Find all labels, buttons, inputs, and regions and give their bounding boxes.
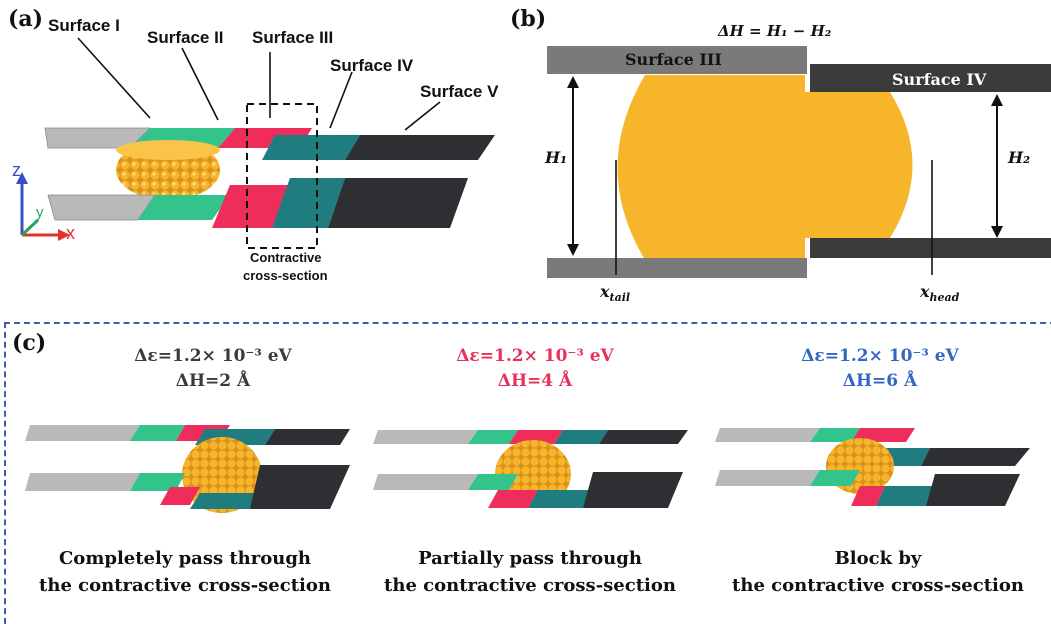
surface-IV-label: Surface IV xyxy=(330,56,414,75)
droplet-a xyxy=(116,140,220,200)
case2-caption: Partially pass through the contractive c… xyxy=(365,545,695,599)
h1-label: H₁ xyxy=(545,148,568,167)
case2-caption-2: the contractive cross-section xyxy=(384,575,676,596)
cross-section-label-2: cross-section xyxy=(243,268,328,283)
cross-section-label-1: Contractive xyxy=(250,250,322,265)
case1-caption-2: the contractive cross-section xyxy=(39,575,331,596)
case2-figure xyxy=(373,430,688,508)
surface-IV-plate xyxy=(810,64,1051,92)
panel-b-figure xyxy=(547,46,1051,278)
case1-dh: ΔH=2 Å xyxy=(175,371,251,391)
surface-IV-b-label: Surface IV xyxy=(892,70,987,89)
x-head-label: xhead xyxy=(920,282,959,304)
bottom-surface-V xyxy=(328,178,468,228)
surface-II-label: Surface II xyxy=(147,28,224,47)
bottom-plates xyxy=(47,178,468,228)
x-tail-label: xtail xyxy=(600,282,630,304)
case1-caption-1: Completely pass through xyxy=(58,548,312,569)
delta-h-equation: ΔH = H₁ − H₂ xyxy=(718,22,832,40)
case3-caption-1: Block by xyxy=(834,548,922,569)
panel-b-label: (b) xyxy=(510,6,547,32)
droplet-b xyxy=(617,75,913,260)
axes-triad xyxy=(16,172,70,241)
case2-dh: ΔH=4 Å xyxy=(497,371,573,391)
case3-dh: ΔH=6 Å xyxy=(842,371,918,391)
axis-y-label: y xyxy=(36,204,44,221)
panel-c-label: (c) xyxy=(12,330,47,356)
bottom-surface-IV xyxy=(272,178,345,228)
panel-c-border xyxy=(4,322,1051,624)
case1-eps: Δε=1.2× 10⁻³ eV xyxy=(134,346,292,366)
surface-III-label: Surface III xyxy=(252,28,334,47)
case1-figure xyxy=(25,425,350,513)
bottom-surface-II xyxy=(138,195,230,220)
x-tail-main: x xyxy=(600,282,610,301)
case3-eps: Δε=1.2× 10⁻³ eV xyxy=(801,346,959,366)
bottom-surface-III xyxy=(212,185,290,228)
case1-caption: Completely pass through the contractive … xyxy=(20,545,350,599)
top-surface-IV xyxy=(262,135,360,160)
top-surface-V xyxy=(345,135,495,160)
case3-caption-2: the contractive cross-section xyxy=(732,575,1024,596)
case1-params: Δε=1.2× 10⁻³ eV ΔH=2 Å xyxy=(78,344,348,394)
bottom-left-plate xyxy=(547,258,807,278)
surface-III-b-label: Surface III xyxy=(625,50,722,69)
bottom-surface-I xyxy=(47,194,156,221)
x-head-sub: head xyxy=(929,291,960,305)
case2-caption-1: Partially pass through xyxy=(418,548,642,569)
surface-V-label: Surface V xyxy=(420,82,499,101)
panel-a-figure xyxy=(16,37,495,249)
case2-eps: Δε=1.2× 10⁻³ eV xyxy=(456,346,614,366)
bottom-right-plate xyxy=(810,238,1051,258)
case3-params: Δε=1.2× 10⁻³ eV ΔH=6 Å xyxy=(745,344,1015,394)
x-head-main: x xyxy=(920,282,930,301)
axis-z-label: z xyxy=(12,160,21,180)
surface-III-plate xyxy=(547,46,807,74)
surface-I-label: Surface I xyxy=(48,16,120,35)
x-tail-sub: tail xyxy=(609,291,631,305)
case3-caption: Block by the contractive cross-section xyxy=(713,545,1043,599)
case3-figure xyxy=(715,428,1030,506)
top-plates xyxy=(44,127,495,160)
panel-a-label: (a) xyxy=(8,6,44,32)
case2-params: Δε=1.2× 10⁻³ eV ΔH=4 Å xyxy=(400,344,670,394)
axis-x-label: x xyxy=(66,223,75,243)
h2-label: H₂ xyxy=(1008,148,1031,167)
